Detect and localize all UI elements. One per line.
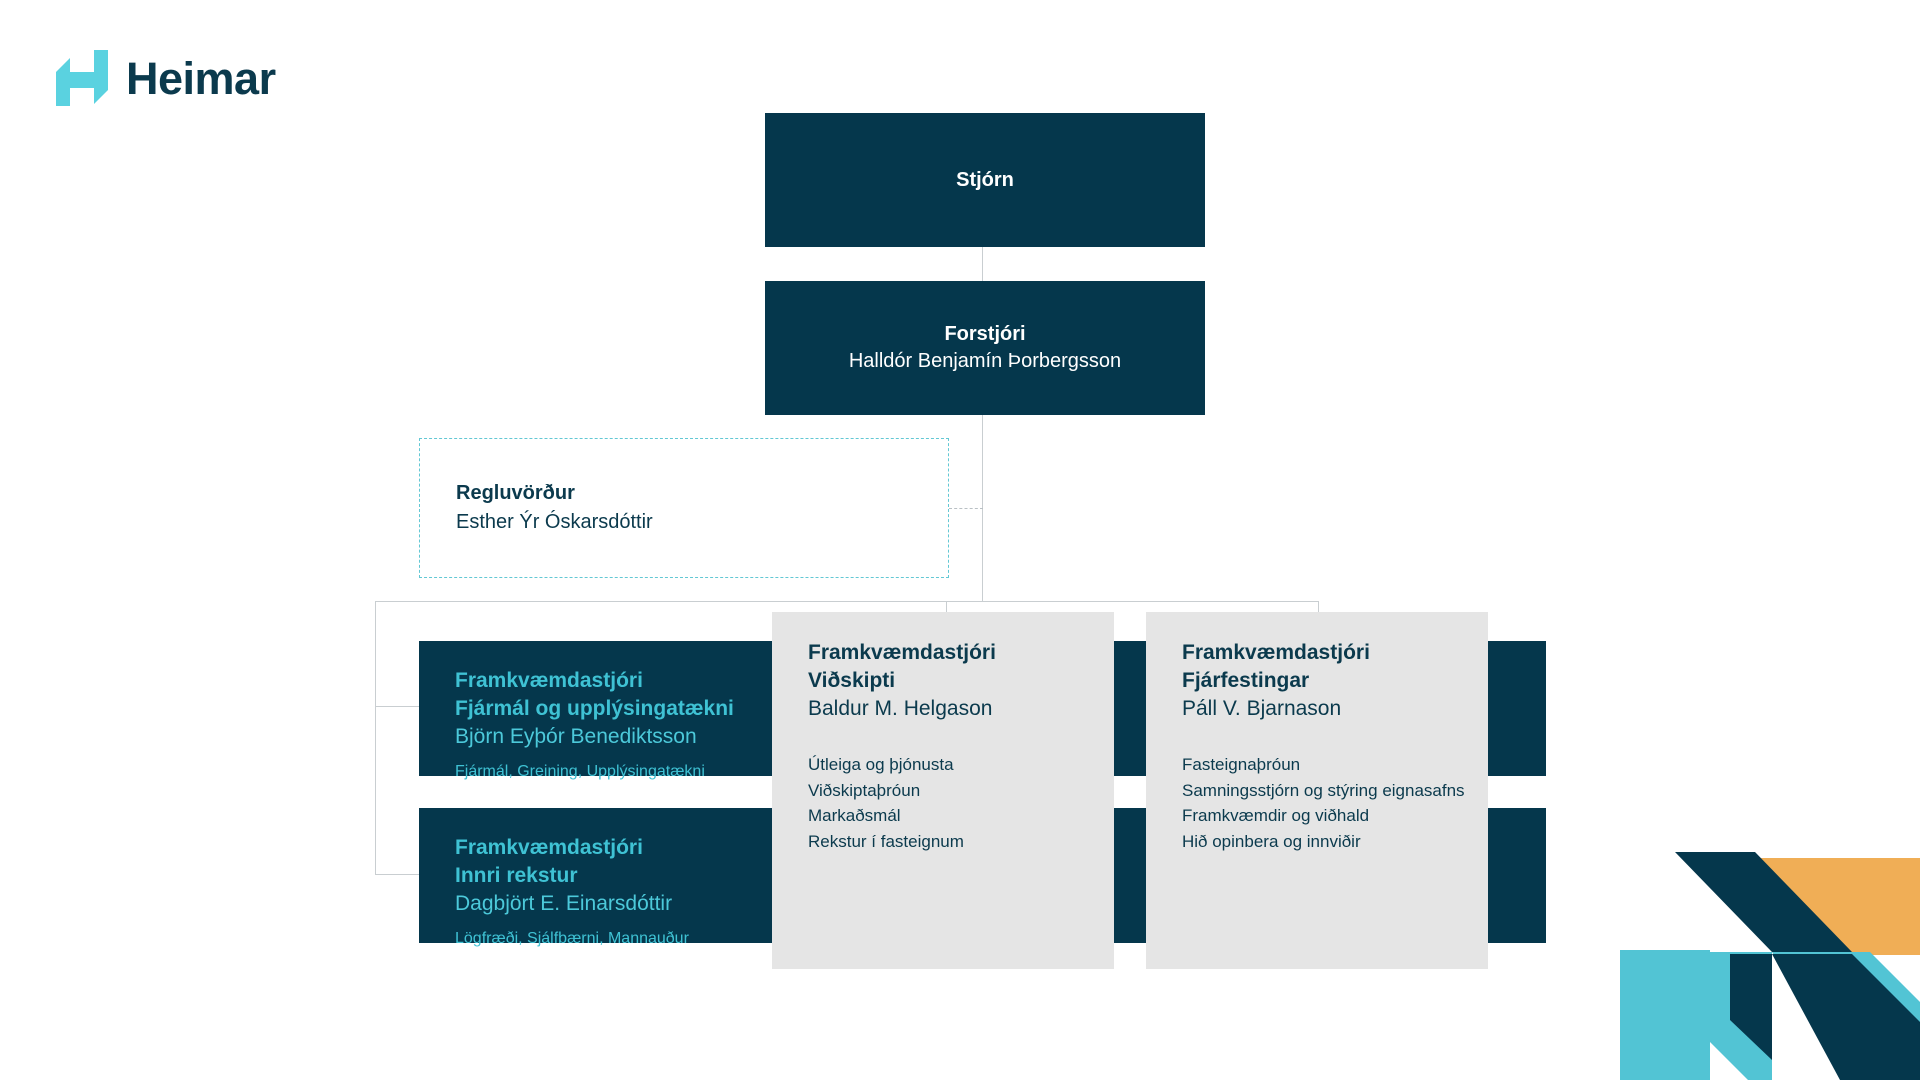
business-name: Baldur M. Helgason: [808, 696, 993, 720]
list-item: Framkvæmdir og viðhald: [1182, 806, 1370, 826]
node-compliance-officer[interactable]: Regluvörður Esther Ýr Óskarsdóttir: [419, 438, 949, 578]
internal-tags: Lögfræði, Sjálfbærni, Mannauður: [455, 929, 689, 947]
investments-item-list: Fasteignaþróun Samningsstjórn og stýring…: [1182, 752, 1488, 855]
internal-unit: Innri rekstur: [455, 863, 578, 887]
connector-compliance-dashed: [949, 508, 983, 509]
ceo-title: Forstjóri: [944, 323, 1026, 345]
connector-drop-investment: [1318, 601, 1319, 613]
investments-role: Framkvæmdastjóri: [1182, 641, 1370, 664]
compliance-name: Esther Ýr Óskarsdóttir: [456, 511, 653, 533]
connector-drop-left: [375, 601, 376, 874]
list-item: Samningsstjórn og stýring eignasafns: [1182, 780, 1465, 800]
list-item: Markaðsmál: [808, 806, 901, 826]
list-item: Útleiga og þjónusta: [808, 754, 954, 774]
connector-board-to-ceo: [982, 246, 983, 282]
decorative-corner-graphic: [1620, 830, 1920, 1080]
node-division-business[interactable]: Framkvæmdastjóri Viðskipti Baldur M. Hel…: [772, 612, 1114, 969]
investments-name: Páll V. Bjarnason: [1182, 696, 1342, 720]
internal-role: Framkvæmdastjóri: [455, 836, 643, 859]
business-unit: Viðskipti: [808, 668, 896, 692]
connector-distribution-bar: [375, 601, 1318, 602]
brand-logo: Heimar: [56, 50, 276, 106]
connector-stub-finance: [375, 706, 419, 707]
finance-name: Björn Eyþór Benediktsson: [455, 724, 697, 748]
business-role: Framkvæmdastjóri: [808, 641, 996, 664]
board-title: Stjórn: [956, 168, 1014, 191]
investments-unit: Fjárfestingar: [1182, 668, 1310, 692]
finance-unit: Fjármál og upplýsingatækni: [455, 696, 734, 720]
node-division-investments[interactable]: Framkvæmdastjóri Fjárfestingar Páll V. B…: [1146, 612, 1488, 969]
heimar-h-mark-icon: [56, 50, 108, 106]
compliance-title: Regluvörður: [456, 482, 575, 504]
ceo-name: Halldór Benjamín Þorbergsson: [848, 350, 1122, 372]
finance-tags: Fjármál, Greining, Upplýsingatækni: [455, 762, 705, 780]
business-item-list: Útleiga og þjónusta Viðskiptaþróun Marka…: [808, 752, 1114, 855]
node-board[interactable]: Stjórn: [765, 113, 1205, 247]
brand-name: Heimar: [126, 52, 276, 104]
connector-stub-internal: [375, 874, 419, 875]
list-item: Viðskiptaþróun: [808, 780, 921, 800]
internal-name: Dagbjört E. Einarsdóttir: [455, 891, 673, 915]
list-item: Hið opinbera og innviðir: [1182, 832, 1361, 852]
connector-drop-business: [946, 601, 947, 613]
list-item: Fasteignaþróun: [1182, 754, 1301, 774]
node-ceo[interactable]: Forstjóri Halldór Benjamín Þorbergsson: [765, 281, 1205, 415]
list-item: Rekstur í fasteignum: [808, 832, 964, 852]
finance-role: Framkvæmdastjóri: [455, 669, 643, 692]
